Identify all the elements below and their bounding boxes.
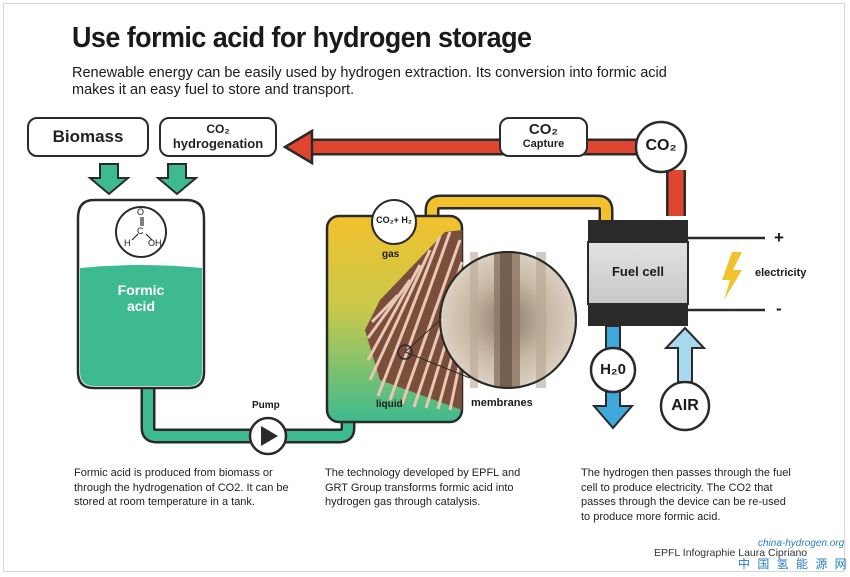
molecule-c: C [137, 226, 144, 236]
co2-hydrogenation-box: CO₂ hydrogenation [159, 117, 277, 157]
co2-h2-circle [371, 199, 417, 245]
air-label: AIR [671, 397, 699, 414]
molecule-o: O [137, 207, 145, 217]
molecule-oh: OH [148, 238, 162, 248]
lightning-icon [722, 252, 742, 300]
biomass-label: Biomass [52, 127, 124, 146]
watermark-chinese: 中 国 氢 能 源 网 [738, 557, 849, 571]
air-circle [659, 380, 711, 432]
co2-hydrogenation-label-bottom: hydrogenation [172, 136, 264, 151]
credit-line: EPFL Infographie Laura Cipriano [654, 547, 808, 559]
co2-capture-box: CO₂ Capture [499, 117, 588, 157]
liquid-label: liquid [376, 399, 403, 410]
liquid-pipe [140, 384, 356, 444]
gas-pipe [424, 194, 614, 220]
tank-label-top: Formic [117, 282, 165, 298]
co2-h2-label: CO₂+ H₂ [376, 215, 412, 225]
caption-left: Formic acid is produced from biomass or … [74, 467, 289, 508]
caption-right: The hydrogen then passes through the fue… [581, 467, 791, 523]
formic-acid-molecule [115, 206, 167, 258]
gas-label: gas [382, 249, 400, 260]
hydrogenation-arrow [155, 163, 199, 196]
pump-play-icon [261, 426, 278, 446]
membrane-photo [439, 251, 577, 389]
co2-capture-label-bottom: Capture [522, 138, 565, 150]
formic-acid-tank [76, 198, 206, 390]
molecule-h: H [124, 238, 131, 248]
fuel-cell [587, 220, 765, 326]
page-subtitle: Renewable energy can be easily used by h… [72, 65, 667, 98]
plus-terminal: + [774, 228, 784, 247]
air-in-arrow [663, 326, 707, 383]
electricity-label: electricity [755, 267, 807, 279]
biomass-box: Biomass [27, 117, 149, 157]
watermark-url: china-hydrogen.org [758, 538, 845, 549]
h2o-circle [589, 346, 637, 394]
biomass-arrow [87, 163, 131, 196]
h2o-label: H₂0 [600, 361, 626, 378]
co2-hydrogenation-label-top: CO₂ [206, 122, 230, 136]
fuel-cell-label: Fuel cell [611, 264, 665, 279]
reactor [325, 214, 471, 424]
co2-capture-label-top: CO₂ [528, 121, 559, 138]
pump [248, 416, 288, 456]
pump-label: Pump [252, 400, 280, 411]
minus-terminal: - [776, 299, 782, 318]
membrane-zoom-marker [397, 344, 413, 360]
infographic-frame [3, 3, 845, 572]
caption-middle: The technology developed by EPFL and GRT… [325, 467, 521, 508]
co2-arrow-head [282, 128, 314, 166]
co2-circle [634, 120, 688, 174]
tank-label-bottom: acid [126, 298, 155, 314]
membranes-label: membranes [471, 397, 533, 409]
co2-circle-label: CO₂ [645, 137, 677, 154]
page-title: Use formic acid for hydrogen storage [72, 22, 532, 54]
